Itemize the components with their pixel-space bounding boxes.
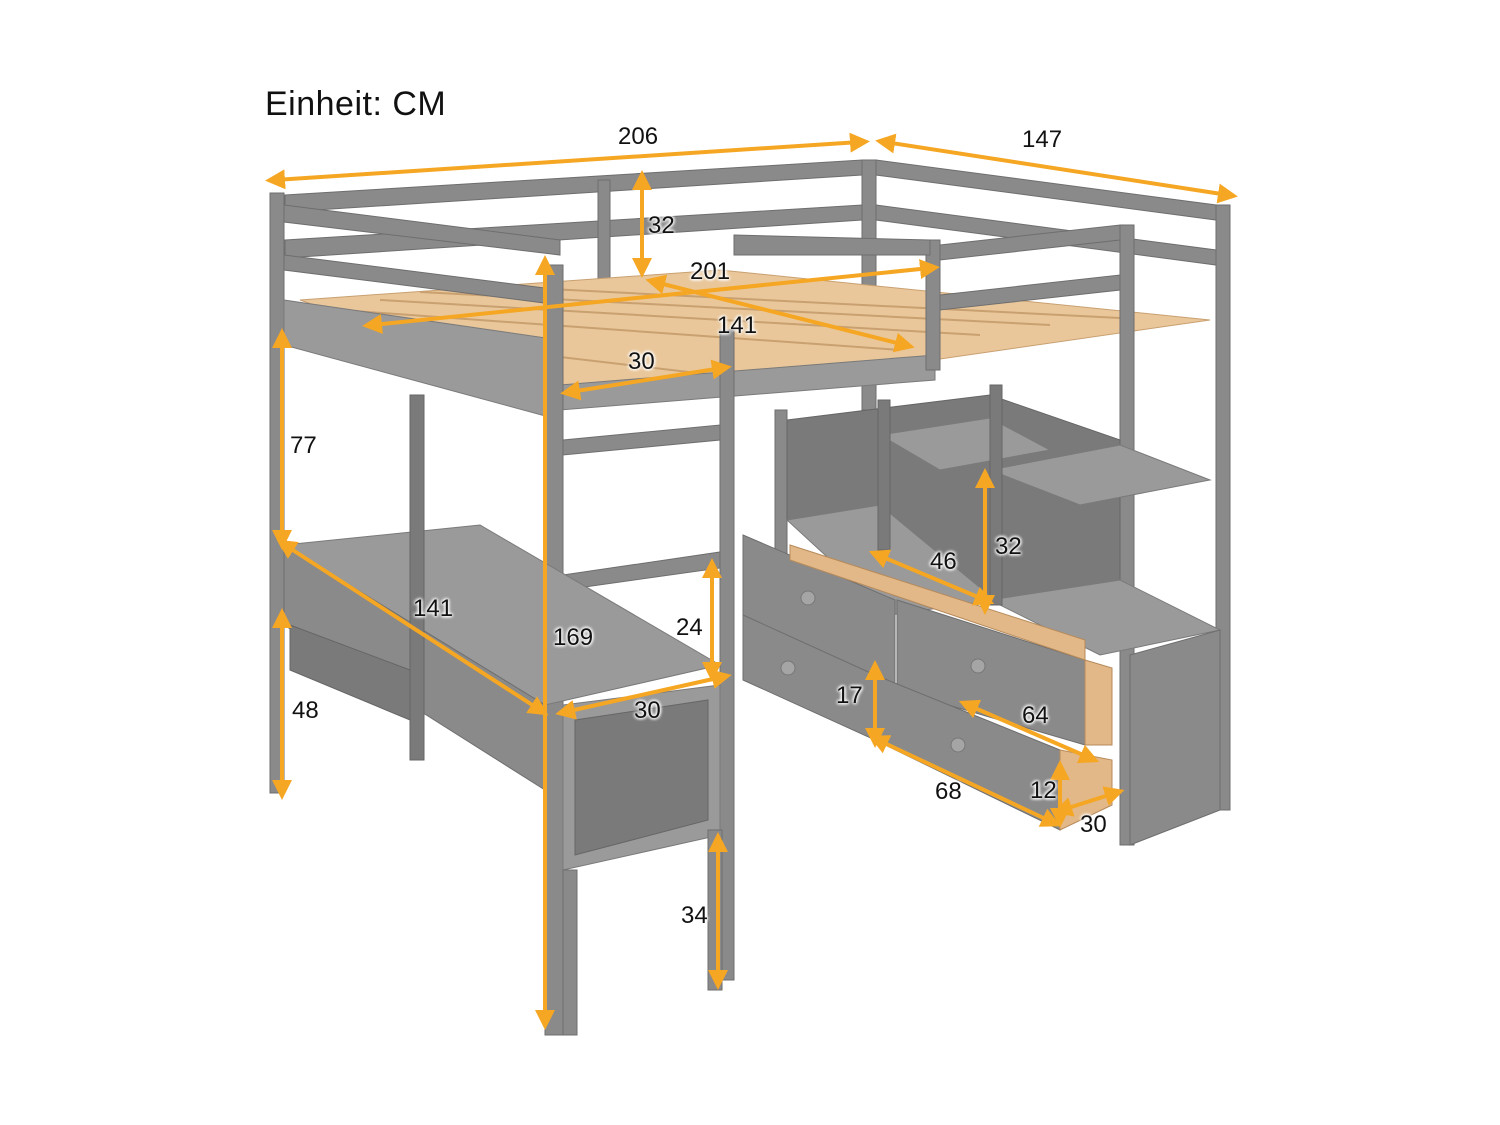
label-drawer-height: 17 [836, 682, 863, 709]
label-drawer-front-length: 68 [935, 778, 962, 805]
bookshelf [774, 384, 1222, 846]
label-shelf-height: 32 [995, 533, 1022, 560]
label-under-bed-clearance: 77 [290, 432, 317, 459]
label-overall-width: 147 [1022, 126, 1063, 153]
label-desk-height: 48 [292, 697, 319, 724]
label-mattress-length: 201 [690, 258, 731, 285]
label-ladder-opening: 30 [628, 348, 655, 375]
label-ladder-step-spacing: 24 [676, 614, 703, 641]
dimension-arrows [265, 132, 1238, 1030]
label-desk-length: 141 [413, 595, 454, 622]
label-desk-depth: 30 [634, 697, 661, 724]
label-shelf-bottom-clearance: 34 [681, 902, 708, 929]
ladder [562, 424, 721, 591]
label-mattress-width: 141 [717, 312, 758, 339]
label-total-height: 169 [553, 624, 594, 651]
label-overall-length: 206 [618, 123, 659, 150]
label-drawer-inner-height: 12 [1030, 777, 1057, 804]
label-guardrail-height: 32 [648, 212, 675, 239]
label-drawer-inner-length: 64 [1022, 702, 1049, 729]
unit-title: Einheit: CM [265, 85, 447, 123]
label-shelf-width: 46 [930, 548, 957, 575]
label-drawer-depth: 30 [1080, 811, 1107, 838]
side-cabinet [562, 684, 723, 1036]
